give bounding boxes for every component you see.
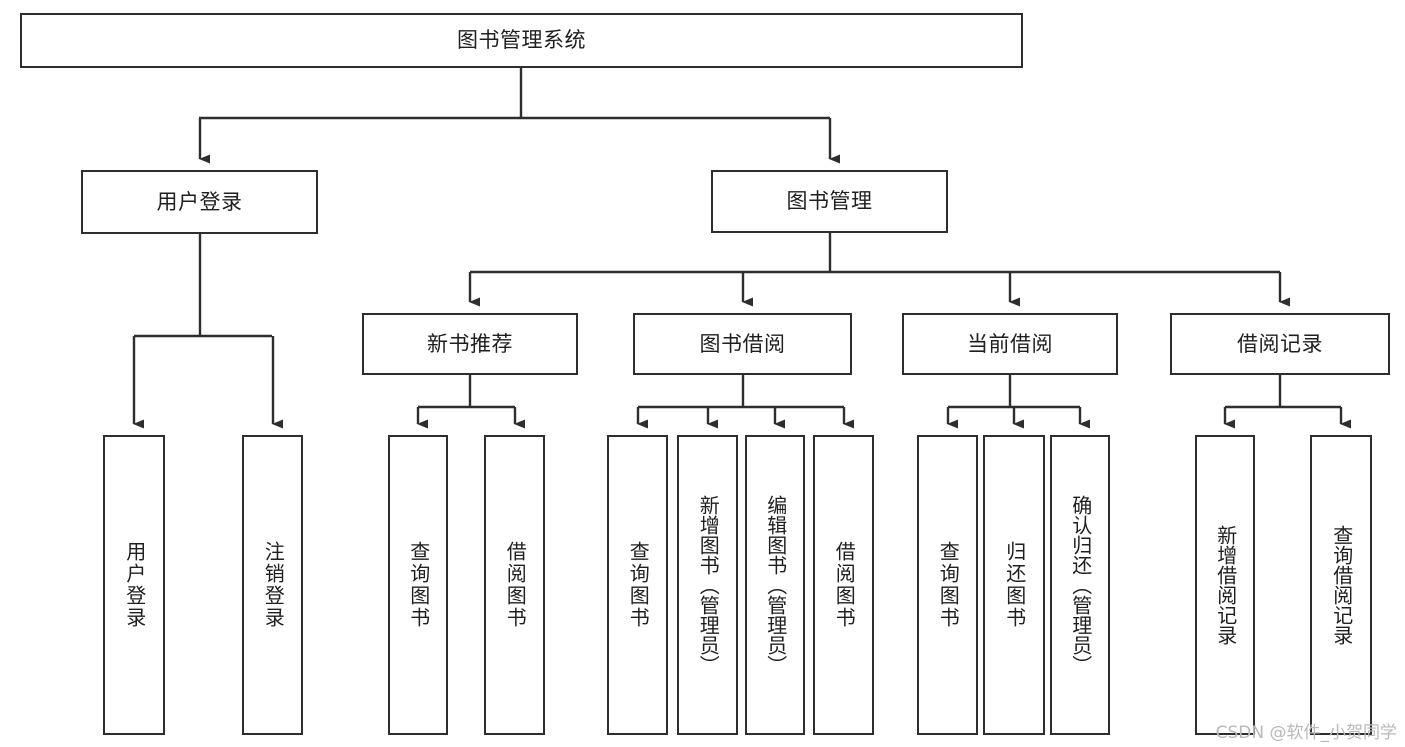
node-label: 确认归还（管理员） xyxy=(1068,495,1093,675)
level2-node: 新书推荐 xyxy=(362,313,578,375)
leaf-node: 新增图书（管理员） xyxy=(677,435,738,735)
node-label: 注销登录 xyxy=(261,541,286,629)
leaf-node: 编辑图书（管理员） xyxy=(745,435,805,735)
leaf-node: 借阅图书 xyxy=(484,435,545,735)
leaf-node: 用户登录 xyxy=(103,435,165,735)
leaf-node: 确认归还（管理员） xyxy=(1050,435,1110,735)
node-label: 新增借阅记录 xyxy=(1213,525,1238,645)
node-label: 查询借阅记录 xyxy=(1329,525,1354,645)
node-label: 图书管理系统 xyxy=(457,28,586,53)
leaf-node: 归还图书 xyxy=(983,435,1045,735)
root-node-system: 图书管理系统 xyxy=(20,13,1023,68)
node-label: 当前借阅 xyxy=(967,331,1053,356)
node-label: 借阅图书 xyxy=(832,541,857,629)
node-label: 用户登录 xyxy=(122,541,147,629)
node-label: 借阅图书 xyxy=(503,541,528,629)
leaf-node: 查询借阅记录 xyxy=(1310,435,1372,735)
node-label: 图书借阅 xyxy=(699,331,786,356)
leaf-node: 查询图书 xyxy=(607,435,668,735)
leaf-node: 注销登录 xyxy=(242,435,303,735)
node-label: 查询图书 xyxy=(626,541,651,629)
node-label: 新增图书（管理员） xyxy=(696,495,721,675)
level1-node: 用户登录 xyxy=(81,170,318,234)
leaf-node: 新增借阅记录 xyxy=(1195,435,1255,735)
leaf-node: 查询图书 xyxy=(917,435,978,735)
level1-node: 图书管理 xyxy=(711,170,948,233)
node-label: 归还图书 xyxy=(1002,541,1027,629)
node-label: 用户登录 xyxy=(156,189,243,214)
leaf-node: 借阅图书 xyxy=(813,435,874,735)
node-label: 新书推荐 xyxy=(427,331,513,356)
connector-lines xyxy=(132,68,1351,429)
node-label: 图书管理 xyxy=(786,189,873,214)
node-label: 查询图书 xyxy=(936,541,961,629)
leaf-node: 查询图书 xyxy=(388,435,448,735)
node-label: 查询图书 xyxy=(406,541,431,629)
level2-node: 图书借阅 xyxy=(633,313,852,375)
level2-node: 借阅记录 xyxy=(1170,313,1390,375)
level2-node: 当前借阅 xyxy=(902,313,1118,375)
node-label: 借阅记录 xyxy=(1237,331,1323,356)
node-label: 编辑图书（管理员） xyxy=(763,495,788,675)
